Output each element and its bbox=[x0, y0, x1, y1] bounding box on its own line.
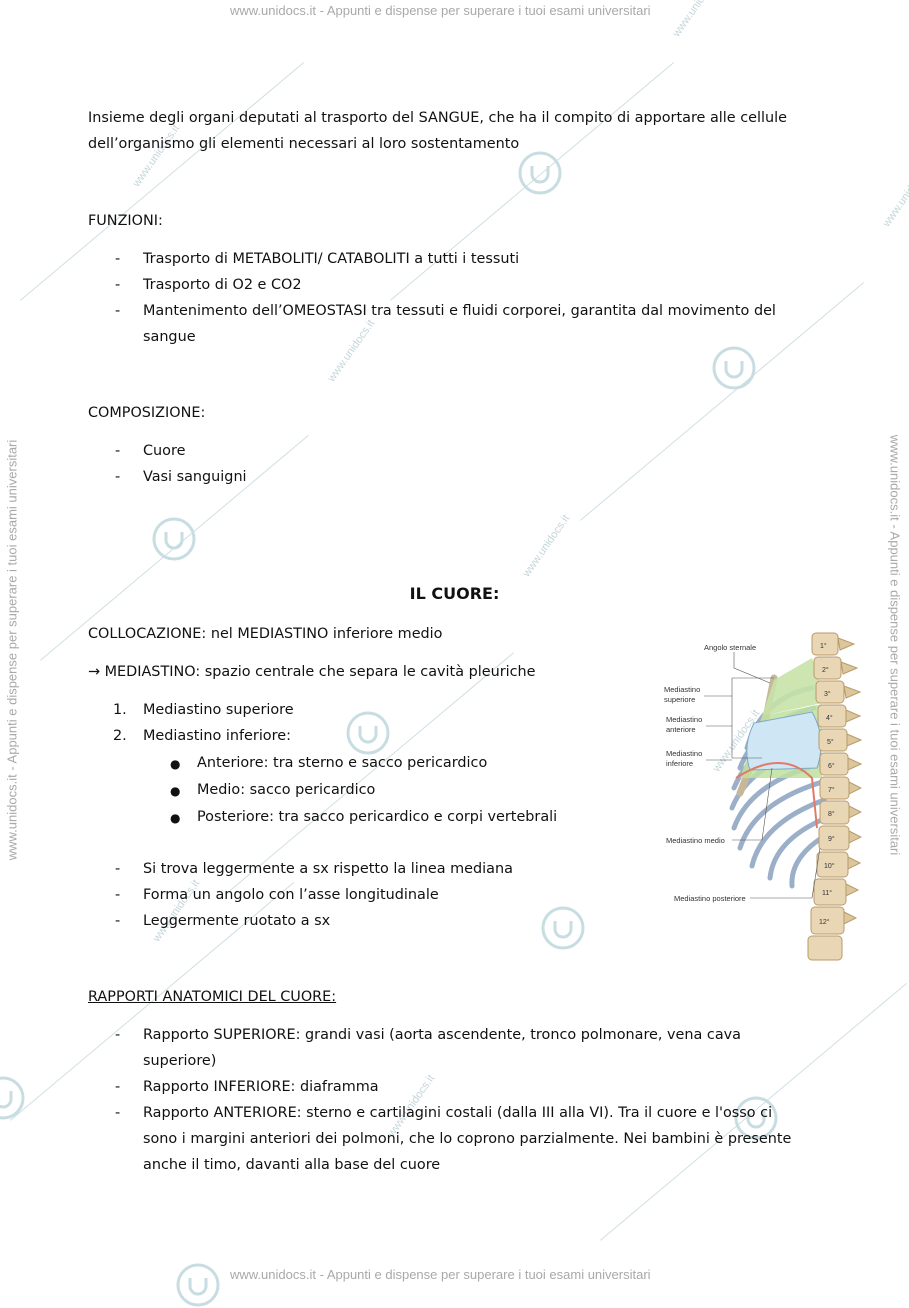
intro-line: Insieme degli organi deputati al traspor… bbox=[88, 110, 787, 126]
label-inferiore: inferiore bbox=[666, 759, 693, 768]
vertebra-label: 7° bbox=[828, 786, 835, 794]
intro-line: dell’organismo gli elementi necessari al… bbox=[88, 136, 520, 152]
bullet-icon: ● bbox=[170, 784, 181, 798]
vertebra-label: 10° bbox=[824, 862, 835, 870]
sub-item: Medio: sacco pericardico bbox=[197, 782, 376, 798]
watermark-diagonal: www.unidocs.it bbox=[880, 162, 909, 230]
watermark-diagonal: www.unidocs.it bbox=[130, 122, 183, 190]
list-item-continuation: sono i margini anteriori dei polmoni, ch… bbox=[143, 1131, 792, 1147]
vertebra-label: 2° bbox=[822, 666, 829, 674]
list-number: 1. bbox=[113, 702, 127, 718]
vertebra-label: 3° bbox=[824, 690, 831, 698]
mediastino-superiore-region bbox=[762, 658, 822, 716]
unidocs-logo-icon bbox=[734, 1096, 778, 1140]
list-item: Si trova leggermente a sx rispetto la li… bbox=[143, 861, 513, 877]
label-medio: Mediastino medio bbox=[666, 836, 725, 845]
list-dash: - bbox=[115, 1105, 121, 1121]
list-number: 2. bbox=[113, 728, 127, 744]
vertebra-label: 1° bbox=[820, 642, 827, 650]
vertebra-label: 11° bbox=[822, 889, 832, 897]
list-item: Trasporto di O2 e CO2 bbox=[143, 277, 302, 293]
vertebra-label: 5° bbox=[827, 738, 834, 746]
numbered-item: Mediastino superiore bbox=[143, 702, 294, 718]
list-item-continuation: superiore) bbox=[143, 1053, 217, 1069]
bullet-icon: ● bbox=[170, 811, 181, 825]
list-item: Rapporto INFERIORE: diaframma bbox=[143, 1079, 379, 1095]
watermark-top: www.unidocs.it - Appunti e dispense per … bbox=[230, 3, 651, 18]
spinous-processes bbox=[837, 637, 862, 925]
vertebra-label: 12° bbox=[819, 918, 830, 926]
section-title-composizione: COMPOSIZIONE: bbox=[88, 405, 206, 421]
label-superiore: superiore bbox=[664, 695, 695, 704]
watermark-left: www.unidocs.it - Appunti e dispense per … bbox=[4, 439, 20, 861]
section-title-funzioni: FUNZIONI: bbox=[88, 213, 163, 229]
list-dash: - bbox=[115, 303, 121, 319]
numbered-item: Mediastino inferiore: bbox=[143, 728, 291, 744]
sub-item: Posteriore: tra sacco pericardico e corp… bbox=[197, 809, 558, 825]
watermark-diagonal: www.unidocs.it bbox=[670, 0, 723, 40]
list-item: Cuore bbox=[143, 443, 186, 459]
unidocs-logo-icon bbox=[152, 517, 196, 561]
section-heading-cuore: IL CUORE: bbox=[409, 584, 500, 603]
list-dash: - bbox=[115, 277, 121, 293]
watermark-right: www.unidocs.it - Appunti e dispense per … bbox=[887, 434, 903, 856]
label-posteriore: Mediastino posteriore bbox=[674, 894, 746, 903]
list-dash: - bbox=[115, 443, 121, 459]
unidocs-logo-icon bbox=[0, 1076, 25, 1120]
unidocs-logo-icon bbox=[541, 906, 585, 950]
list-dash: - bbox=[115, 1027, 121, 1043]
list-item: Vasi sanguigni bbox=[143, 469, 247, 485]
mediastino-medio-region bbox=[746, 711, 822, 771]
list-item: Rapporto SUPERIORE: grandi vasi (aorta a… bbox=[143, 1027, 741, 1043]
spine bbox=[807, 632, 850, 961]
section-title-rapporti: RAPPORTI ANATOMICI DEL CUORE: bbox=[88, 989, 337, 1005]
list-item-continuation: sangue bbox=[143, 329, 196, 345]
collocazione-line: COLLOCAZIONE: nel MEDIASTINO inferiore m… bbox=[88, 626, 443, 642]
list-item: Mantenimento dell’OMEOSTASI tra tessuti … bbox=[143, 303, 776, 319]
list-dash: - bbox=[115, 913, 121, 929]
list-dash: - bbox=[115, 251, 121, 267]
label-inferiore: Mediastino bbox=[666, 749, 702, 758]
label-superiore: Mediastino bbox=[664, 685, 700, 694]
watermark-diagonal: www.unidocs.it bbox=[520, 512, 573, 580]
list-dash: - bbox=[115, 469, 121, 485]
sub-item: Anteriore: tra sterno e sacco pericardic… bbox=[197, 755, 488, 771]
list-item-continuation: anche il timo, davanti alla base del cuo… bbox=[143, 1157, 441, 1173]
label-anteriore: Mediastino bbox=[666, 715, 702, 724]
list-item: Leggermente ruotato a sx bbox=[143, 913, 331, 929]
mediastinum-anatomy-figure: 1° 2° 3° 4° 5° 6° 7° 8° 9° 10° 11° 12° A… bbox=[664, 632, 862, 961]
list-item: Rapporto ANTERIORE: sterno e cartilagini… bbox=[143, 1105, 773, 1121]
list-dash: - bbox=[115, 861, 121, 877]
bullet-icon: ● bbox=[170, 757, 181, 771]
watermark-diagonal: www.unidocs.it bbox=[325, 317, 378, 385]
vertebra-label: 6° bbox=[828, 762, 835, 770]
vertebra-label: 9° bbox=[828, 835, 835, 843]
list-dash: - bbox=[115, 1079, 121, 1095]
list-item: Forma un angolo con l’asse longitudinale bbox=[143, 887, 439, 903]
diaphragm-outline bbox=[735, 762, 818, 829]
unidocs-logo-icon bbox=[346, 711, 390, 755]
unidocs-logo-icon bbox=[518, 151, 562, 195]
label-angolo-sternale: Angolo sternale bbox=[704, 643, 756, 652]
list-item: Trasporto di METABOLITI/ CATABOLITI a tu… bbox=[143, 251, 520, 267]
label-anteriore: anteriore bbox=[666, 725, 696, 734]
list-dash: - bbox=[115, 887, 121, 903]
vertebra-label: 8° bbox=[828, 810, 835, 818]
watermark-line bbox=[230, 652, 515, 891]
vertebra-label: 4° bbox=[826, 714, 833, 722]
mediastino-line: → MEDIASTINO: spazio centrale che separa… bbox=[88, 664, 536, 680]
watermark-bottom: www.unidocs.it - Appunti e dispense per … bbox=[230, 1267, 651, 1282]
unidocs-logo-icon bbox=[712, 346, 756, 390]
unidocs-logo-icon bbox=[176, 1263, 220, 1307]
